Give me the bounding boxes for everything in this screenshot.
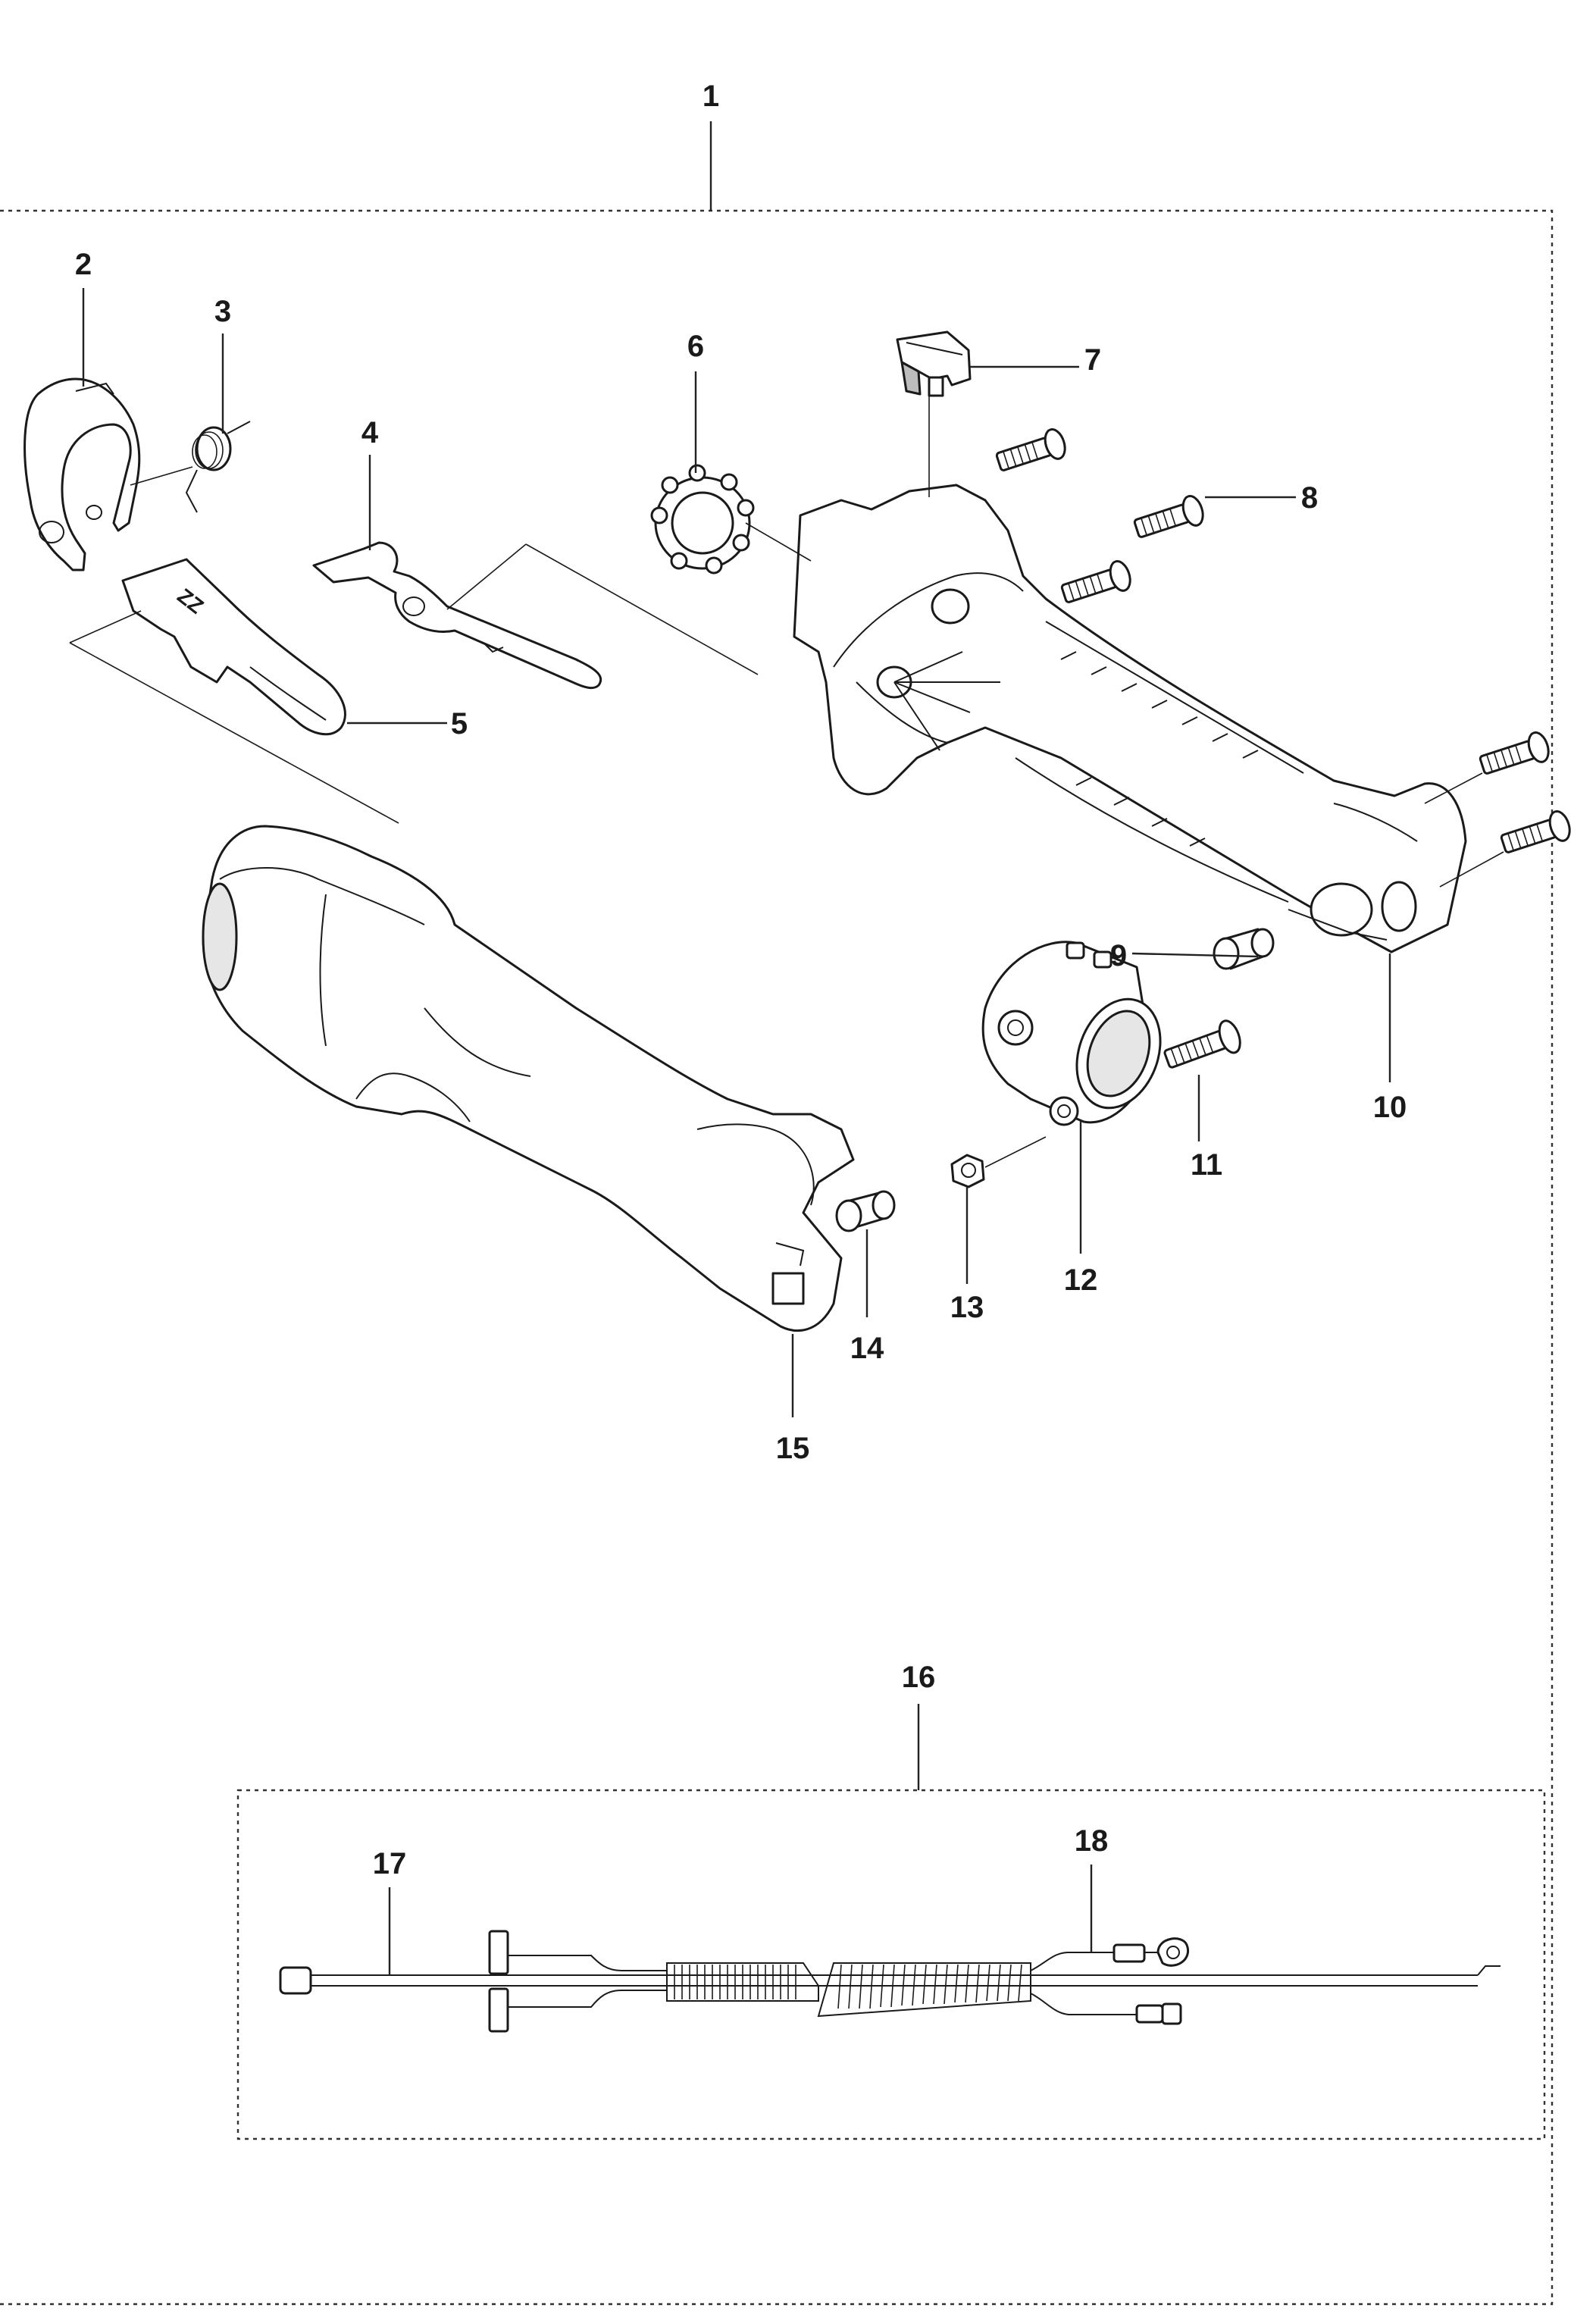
callout-10: 10 xyxy=(1373,1091,1407,1124)
callout-9: 9 xyxy=(1110,939,1127,972)
part-8-screws xyxy=(995,428,1204,603)
callout-11: 11 xyxy=(1191,1148,1222,1182)
part-2-bracket xyxy=(23,377,141,571)
part-7-stop-switch xyxy=(896,330,972,397)
callout-4: 4 xyxy=(361,416,379,449)
callout-16: 16 xyxy=(902,1661,936,1694)
callout-5: 5 xyxy=(451,707,468,741)
part-6-damper-ring xyxy=(650,464,755,575)
part-4-lockout-lever xyxy=(312,541,602,690)
part-10-handle-housing xyxy=(793,484,1467,953)
callout-6: 6 xyxy=(687,330,704,363)
callout-17: 17 xyxy=(373,1847,407,1880)
assembly-16-frame xyxy=(236,1789,1546,2140)
callout-1: 1 xyxy=(703,80,719,113)
part-15-handle-cover xyxy=(202,825,855,1332)
part-9-plug xyxy=(1213,928,1275,970)
callout-12: 12 xyxy=(1064,1263,1098,1297)
part-12-clamp xyxy=(981,941,1162,1126)
callout-14: 14 xyxy=(850,1332,884,1365)
callout-2: 2 xyxy=(75,248,92,281)
part-18-wiring-harness xyxy=(488,1930,1190,2033)
part-3-spring xyxy=(185,421,251,513)
callout-7: 7 xyxy=(1084,343,1101,377)
part-8-screws-right xyxy=(1479,731,1571,853)
part-13-nut xyxy=(950,1154,985,1188)
part-11-screw xyxy=(1163,1019,1241,1069)
assembly-1-frame xyxy=(0,209,1554,2306)
callout-18: 18 xyxy=(1075,1824,1109,1858)
callouts: 1 2 3 4 5 6 7 8 9 10 11 12 13 14 15 16 1… xyxy=(75,80,1407,1880)
part-14-plug xyxy=(835,1190,896,1232)
leader-lines xyxy=(69,121,1504,1975)
callout-15: 15 xyxy=(776,1432,810,1465)
callout-13: 13 xyxy=(950,1291,984,1324)
callout-3: 3 xyxy=(214,295,231,328)
part-17-throttle-cable xyxy=(279,1965,1501,1995)
callout-8: 8 xyxy=(1301,481,1318,515)
part-5-trigger: ZZ xyxy=(121,558,346,736)
